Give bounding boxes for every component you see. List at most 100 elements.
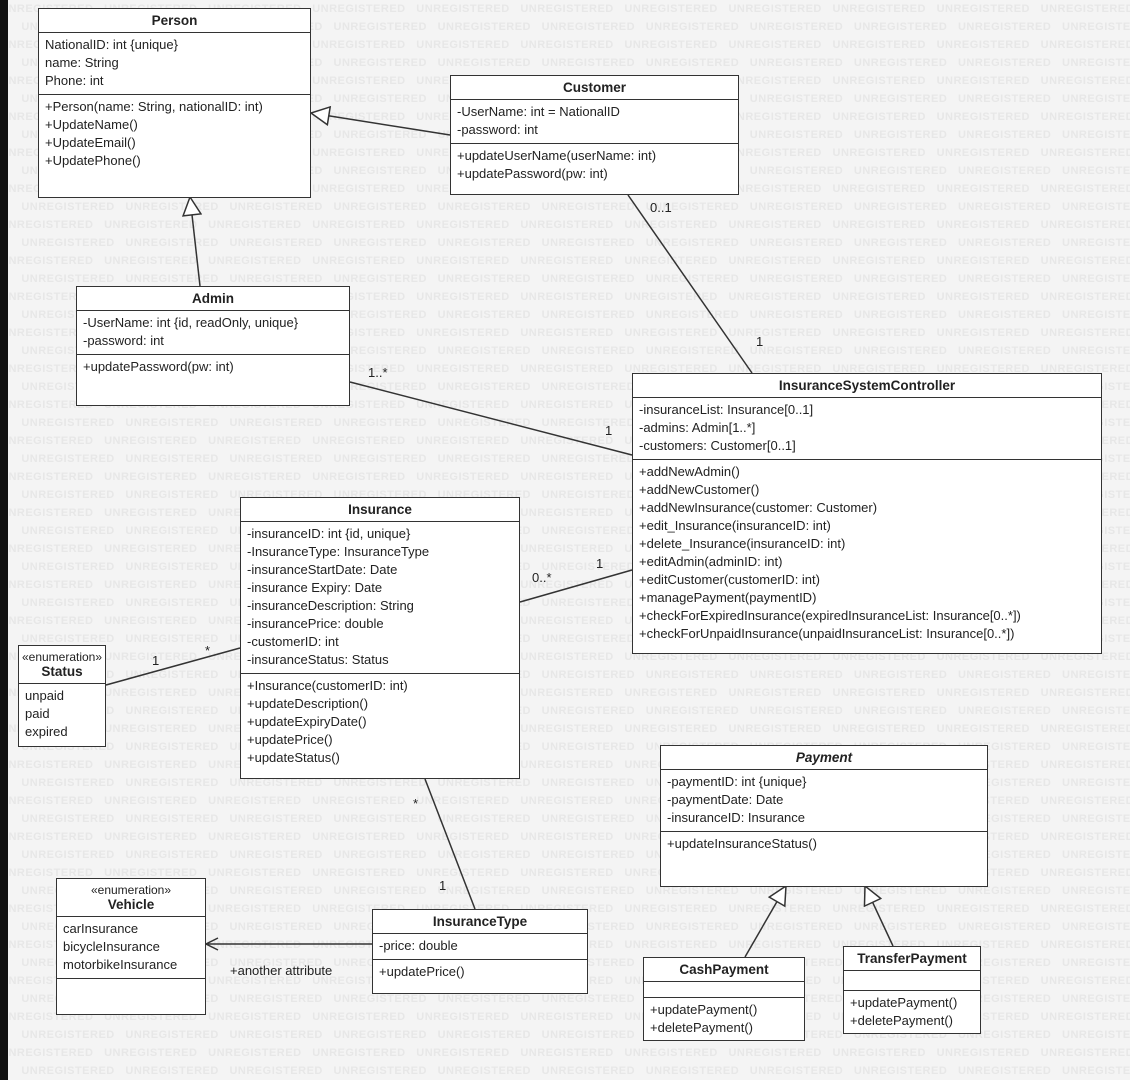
member-line: +updatePrice() — [379, 964, 465, 979]
customer-multiplicity: 0..1 — [650, 200, 672, 215]
status-multiplicity-one: 1 — [152, 653, 159, 668]
vehicle-dependency-label: +another attribute — [230, 963, 332, 978]
member-line: -insuranceStartDate: Date — [247, 562, 398, 577]
insurance-multiplicity: 0..* — [532, 570, 552, 585]
member-line: +Insurance(customerID: int) — [247, 678, 408, 693]
member-line: -customers: Customer[0..1] — [639, 438, 796, 453]
controller-customer-multiplicity: 1 — [756, 334, 763, 349]
enum-vehicle[interactable]: «enumeration» Vehicle carInsurance bicycl… — [56, 878, 206, 1015]
operation-list: +addNewAdmin() +addNewCustomer() +addNewIn… — [633, 460, 1101, 647]
attribute-list: -UserName: int = NationalID-password: in… — [451, 100, 738, 144]
class-name: Status — [41, 664, 83, 679]
member-line: -insuranceStatus: Status — [247, 652, 389, 667]
customer-generalization — [311, 113, 451, 136]
class-name: Insurance — [241, 498, 519, 522]
controller-insurance-multiplicity: 1 — [596, 556, 603, 571]
member-line: +addNewCustomer() — [639, 482, 760, 497]
member-line: -insuranceID: Insurance — [667, 810, 806, 825]
operation-list: +Insurance(customerID: int) +updateDescri… — [241, 674, 519, 771]
member-line: -insuranceList: Insurance[0..1] — [639, 402, 814, 417]
stereotype: «enumeration» — [90, 883, 172, 897]
member-line: -insuranceID: int {id, unique} — [247, 526, 411, 541]
class-transfer-payment[interactable]: TransferPayment +updatePayment()+deleteP… — [843, 946, 981, 1034]
class-name: Payment — [661, 746, 987, 770]
attribute-list: -UserName: int {id, readOnly, unique}-pa… — [77, 311, 349, 355]
status-insurance-association — [105, 647, 241, 686]
member-line: +updateUserName(userName: int) — [457, 148, 657, 163]
class-name: TransferPayment — [844, 947, 980, 971]
member-line: +UpdatePhone() — [45, 153, 141, 168]
member-line: -admins: Admin[1..*] — [639, 420, 756, 435]
empty-compartment — [57, 979, 205, 1004]
member-line: -insurance Expiry: Date — [247, 580, 383, 595]
member-line: -InsuranceType: InsuranceType — [247, 544, 430, 559]
class-name: Vehicle — [107, 897, 155, 912]
cashpayment-generalization — [744, 886, 786, 958]
member-line: +UpdateEmail() — [45, 135, 136, 150]
class-name: InsuranceType — [373, 910, 587, 934]
class-name: Admin — [77, 287, 349, 311]
attribute-list — [844, 971, 980, 991]
status-multiplicity-many: * — [205, 643, 210, 658]
member-line: +addNewInsurance(customer: Customer) — [639, 500, 878, 515]
class-cash-payment[interactable]: CashPayment +updatePayment()+deletePayme… — [643, 957, 805, 1041]
member-line: +updatePayment() — [850, 995, 958, 1010]
member-line: +Person(name: String, nationalID: int) — [45, 99, 263, 114]
member-line: +updateExpiryDate() — [247, 714, 367, 729]
attribute-list — [644, 982, 804, 998]
member-line: +updatePassword(pw: int) — [457, 166, 608, 181]
member-line: +UpdateName() — [45, 117, 138, 132]
enum-header: «enumeration» Status — [19, 646, 105, 684]
class-person[interactable]: Person NationalID: int {unique}name: Str… — [38, 8, 311, 198]
attribute-list: -insuranceList: Insurance[0..1] -admins: … — [633, 398, 1101, 460]
member-line: +edit_Insurance(insuranceID: int) — [639, 518, 831, 533]
operation-list: +updatePassword(pw: int) — [77, 355, 349, 380]
controller-admin-multiplicity: 1 — [605, 423, 612, 438]
class-name: InsuranceSystemController — [633, 374, 1101, 398]
class-customer[interactable]: Customer -UserName: int = NationalID-pas… — [450, 75, 739, 195]
member-line: -price: double — [379, 938, 458, 953]
admin-controller-association — [349, 381, 633, 456]
left-border — [0, 0, 8, 1080]
member-line: -UserName: int {id, readOnly, unique} — [83, 315, 299, 330]
insurance-type-multiplicity-many: * — [413, 796, 418, 811]
enum-status[interactable]: «enumeration» Status unpaid paid expired — [18, 645, 106, 747]
operation-list: +Person(name: String, nationalID: int) +U… — [39, 95, 310, 174]
member-line: +addNewAdmin() — [639, 464, 740, 479]
member-line: +checkForExpiredInsurance(expiredInsuran… — [639, 608, 1021, 623]
attribute-list: -paymentID: int {unique}-paymentDate: Da… — [661, 770, 987, 832]
literal-list: unpaid paid expired — [19, 684, 105, 745]
member-line: +managePayment(paymentID) — [639, 590, 817, 605]
insurance-insurancetype-association — [424, 778, 476, 910]
admin-generalization — [190, 197, 200, 287]
member-line: unpaid — [25, 688, 65, 703]
admin-multiplicity: 1..* — [368, 365, 388, 380]
class-insurance[interactable]: Insurance -insuranceID: int {id, unique}… — [240, 497, 520, 779]
member-line: -customerID: int — [247, 634, 339, 649]
member-line: expired — [25, 724, 68, 739]
class-name: Person — [39, 9, 310, 33]
member-line: +delete_Insurance(insuranceID: int) — [639, 536, 846, 551]
member-line: carInsurance — [63, 921, 139, 936]
class-insurance-type[interactable]: InsuranceType -price: double +updatePric… — [372, 909, 588, 994]
customer-controller-association — [627, 194, 753, 374]
member-line: +updatePayment() — [650, 1002, 758, 1017]
operation-list: +updateInsuranceStatus() — [661, 832, 987, 857]
stereotype: «enumeration» — [21, 650, 103, 664]
member-line: +updateStatus() — [247, 750, 340, 765]
insurance-controller-association — [519, 569, 633, 603]
member-line: +updatePrice() — [247, 732, 333, 747]
operation-list: +updateUserName(userName: int) +updatePas… — [451, 144, 738, 187]
member-line: paid — [25, 706, 50, 721]
class-admin[interactable]: Admin -UserName: int {id, readOnly, uniq… — [76, 286, 350, 406]
member-line: -insuranceDescription: String — [247, 598, 414, 613]
member-line: bicycleInsurance — [63, 939, 160, 954]
member-line: +editCustomer(customerID: int) — [639, 572, 820, 587]
member-line: +updateDescription() — [247, 696, 369, 711]
member-line: -insurancePrice: double — [247, 616, 384, 631]
class-payment[interactable]: Payment -paymentID: int {unique}-payment… — [660, 745, 988, 887]
class-insurance-system-controller[interactable]: InsuranceSystemController -insuranceList… — [632, 373, 1102, 654]
